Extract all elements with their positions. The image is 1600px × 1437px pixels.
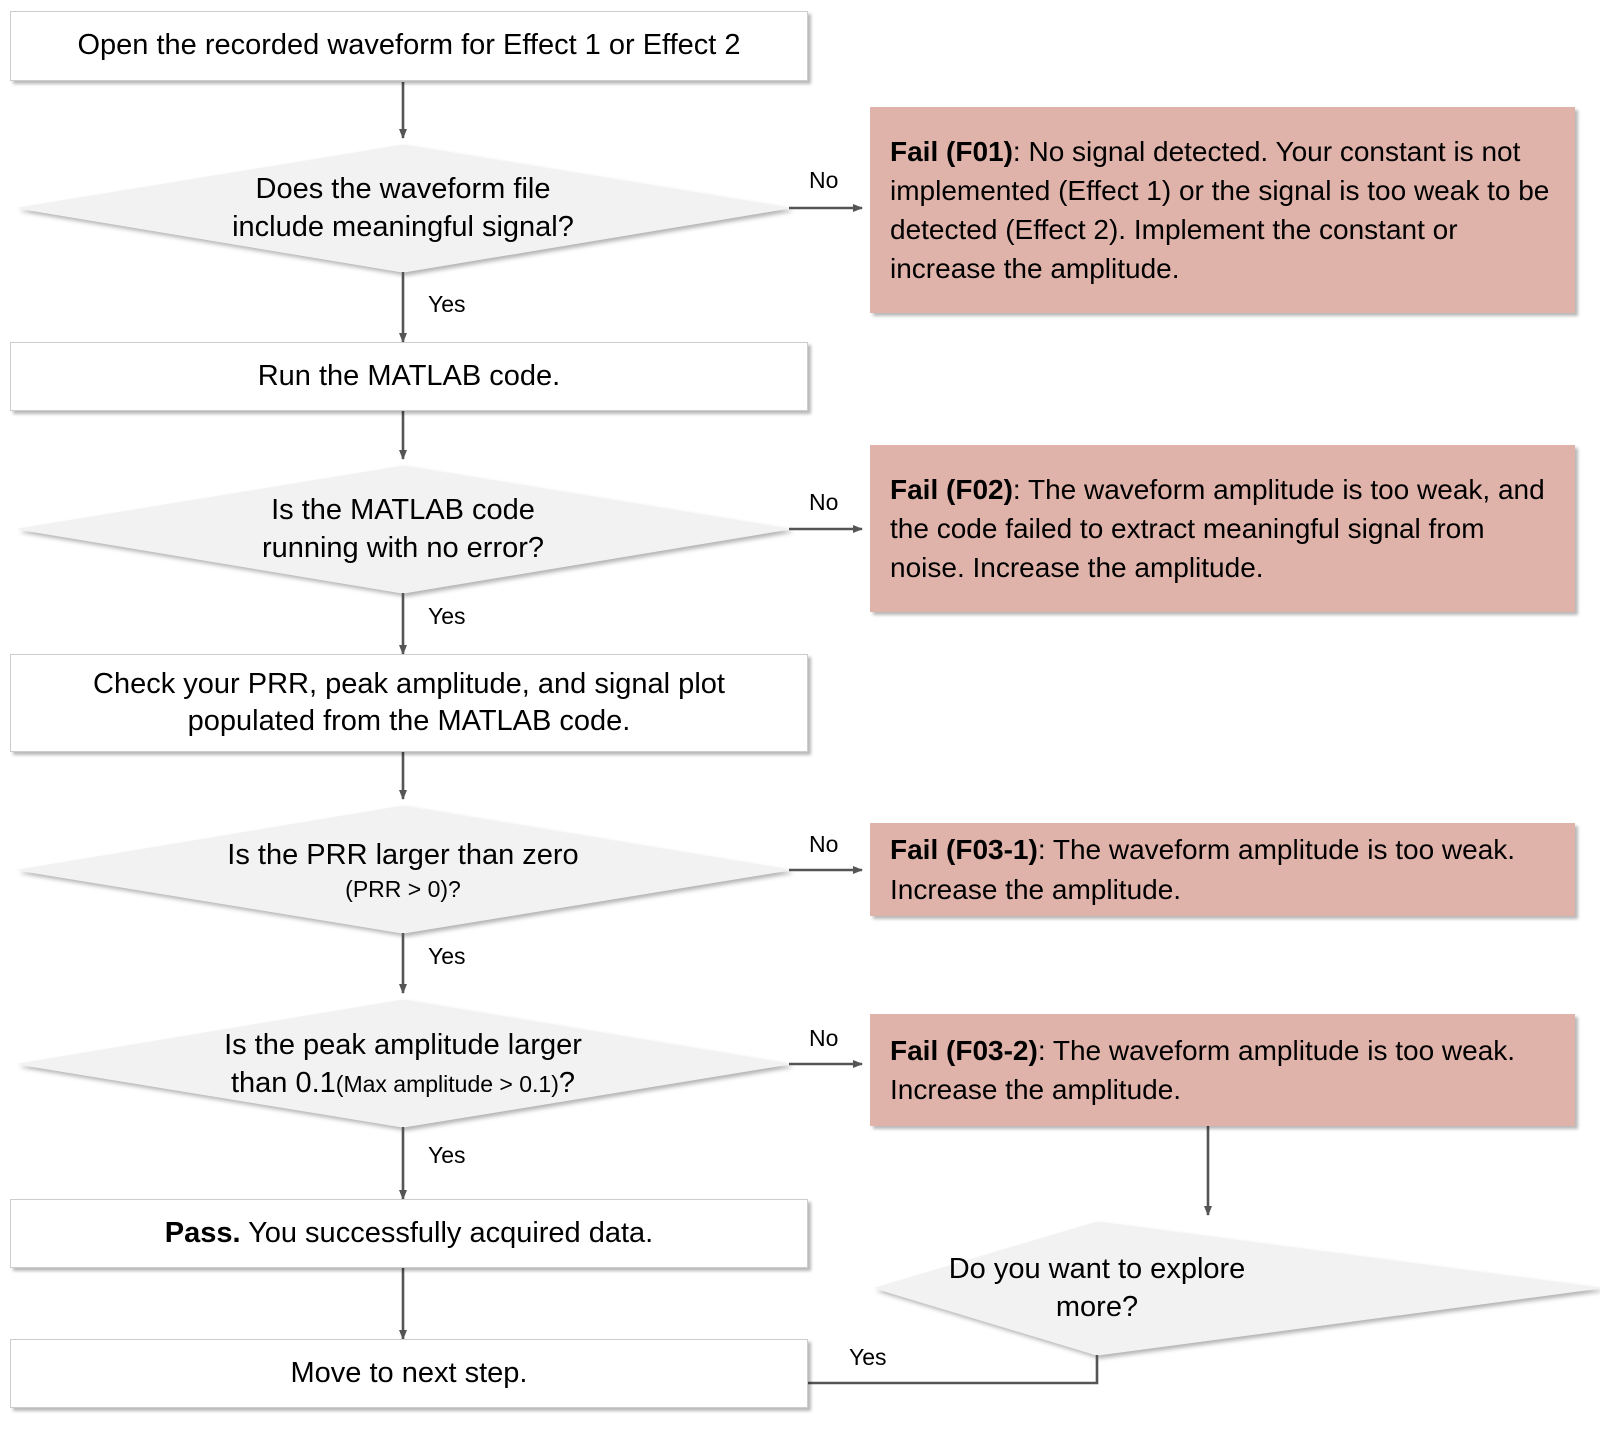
decision-shape-peak-amplitude: [17, 999, 790, 1128]
decision-shape-explore-more: [873, 1221, 1600, 1356]
edge-label-d3-no: No: [809, 831, 839, 857]
node-pass-tag: Pass.: [164, 1216, 241, 1249]
node-fail-f03-1[interactable]: Fail (F03-1): The waveform amplitude is …: [870, 823, 1575, 916]
edge-label-d3-yes: Yes: [428, 943, 466, 969]
node-move-next-step-label: Move to next step.: [290, 1356, 528, 1389]
node-pass-text: You successfully acquired data.: [240, 1216, 654, 1249]
node-fail-f02-tag: Fail (F02): [890, 473, 1013, 505]
edge-label-d1-yes: Yes: [428, 291, 466, 317]
node-fail-f03-1-text: : The waveform amplitude is too weak. In…: [890, 834, 1516, 905]
node-fail-f02-text: : The waveform amplitude is too weak, an…: [890, 473, 1545, 584]
node-fail-f01-text: : No signal detected. Your constant is n…: [890, 135, 1550, 285]
node-fail-f02[interactable]: Fail (F02): The waveform amplitude is to…: [870, 445, 1575, 612]
node-fail-f01-tag: Fail (F01): [890, 135, 1013, 167]
edge-label-d1-no: No: [809, 167, 839, 193]
decision-shape-prr-gt-zero: [17, 805, 790, 934]
edge-label-d5-yes: Yes: [849, 1344, 887, 1370]
node-check-prr-line2: populated from the MATLAB code.: [187, 705, 631, 737]
node-move-next-step[interactable]: Move to next step.: [10, 1339, 808, 1408]
edge-label-d2-yes: Yes: [428, 603, 466, 629]
decision-shape-waveform-signal: [17, 144, 790, 273]
node-run-matlab-label: Run the MATLAB code.: [257, 359, 561, 392]
node-open-waveform[interactable]: Open the recorded waveform for Effect 1 …: [10, 11, 808, 81]
node-fail-f03-2[interactable]: Fail (F03-2): The waveform amplitude is …: [870, 1014, 1575, 1126]
edge-d5-yes: [799, 1355, 1099, 1387]
node-fail-f03-1-tag: Fail (F03-1): [890, 834, 1038, 866]
decision-shape-matlab-no-error: [17, 465, 790, 594]
connector-lines: [399, 82, 1212, 1387]
node-open-waveform-label: Open the recorded waveform for Effect 1 …: [77, 29, 741, 62]
node-check-prr[interactable]: Check your PRR, peak amplitude, and sign…: [10, 654, 808, 752]
edge-label-d4-no: No: [809, 1025, 839, 1051]
node-pass[interactable]: Pass. You successfully acquired data.: [10, 1199, 808, 1268]
node-fail-f03-2-text: : The waveform amplitude is too weak. In…: [890, 1034, 1516, 1105]
node-fail-f03-2-tag: Fail (F03-2): [890, 1034, 1038, 1066]
node-run-matlab[interactable]: Run the MATLAB code.: [10, 342, 808, 411]
decision-shapes: [17, 144, 1600, 1356]
node-check-prr-line1: Check your PRR, peak amplitude, and sign…: [93, 667, 725, 700]
node-fail-f01[interactable]: Fail (F01): No signal detected. Your con…: [870, 107, 1575, 313]
edge-label-d2-no: No: [809, 489, 839, 515]
edge-label-d4-yes: Yes: [428, 1142, 466, 1168]
